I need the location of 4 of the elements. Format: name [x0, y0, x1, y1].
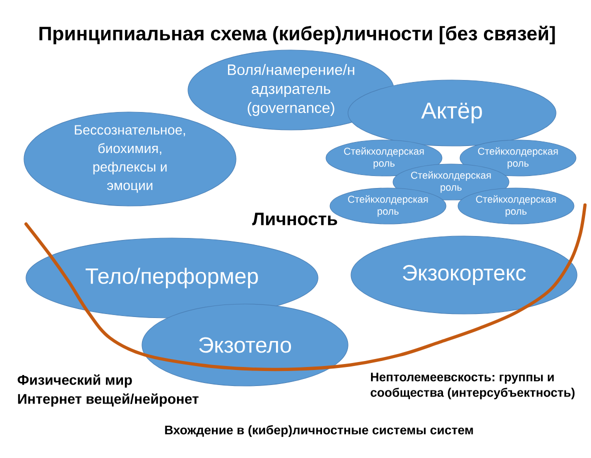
- note-text: Интернет вещей/нейронет: [18, 393, 199, 407]
- title: Принципиальная схема (кибер)личности [без связей]: [39, 26, 555, 44]
- note-text: Нептолемеевскость: группы и сообщества (интерсубъектность): [370, 372, 575, 400]
- footer-note: Вхождение в (кибер)личностные системы систем: [165, 425, 473, 437]
